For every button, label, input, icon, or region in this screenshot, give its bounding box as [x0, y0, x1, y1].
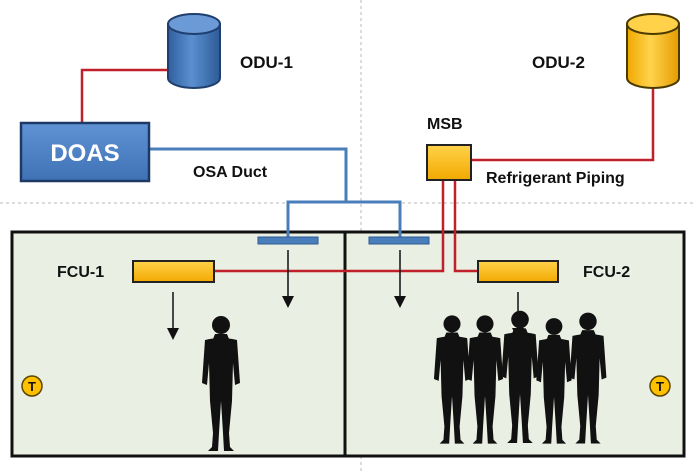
osa-duct-label: OSA Duct	[193, 164, 268, 181]
svg-text:T: T	[656, 379, 664, 394]
refrigerant-piping-lines	[80, 68, 655, 273]
thermostat-left-icon: T	[21, 375, 43, 397]
msb-unit	[426, 144, 472, 181]
supply-diffuser-right	[368, 236, 430, 245]
fcu-2-unit	[477, 260, 559, 283]
odu-1-unit	[167, 13, 221, 89]
fcu-1-label: FCU-1	[57, 264, 104, 281]
refrigerant-piping-label: Refrigerant Piping	[486, 170, 625, 187]
svg-text:T: T	[28, 379, 36, 394]
supply-diffuser-left	[257, 236, 319, 245]
doas-unit	[19, 121, 151, 183]
osa-duct-lines	[149, 147, 402, 240]
fcu-1-unit	[132, 260, 215, 283]
doas-label: DOAS	[50, 140, 119, 167]
fcu-2-label: FCU-2	[583, 264, 630, 281]
odu-2-unit	[626, 13, 680, 89]
odu-1-label: ODU-1	[240, 53, 293, 72]
odu-2-label: ODU-2	[532, 53, 585, 72]
thermostat-right-icon: T	[649, 375, 671, 397]
msb-label: MSB	[427, 116, 463, 133]
